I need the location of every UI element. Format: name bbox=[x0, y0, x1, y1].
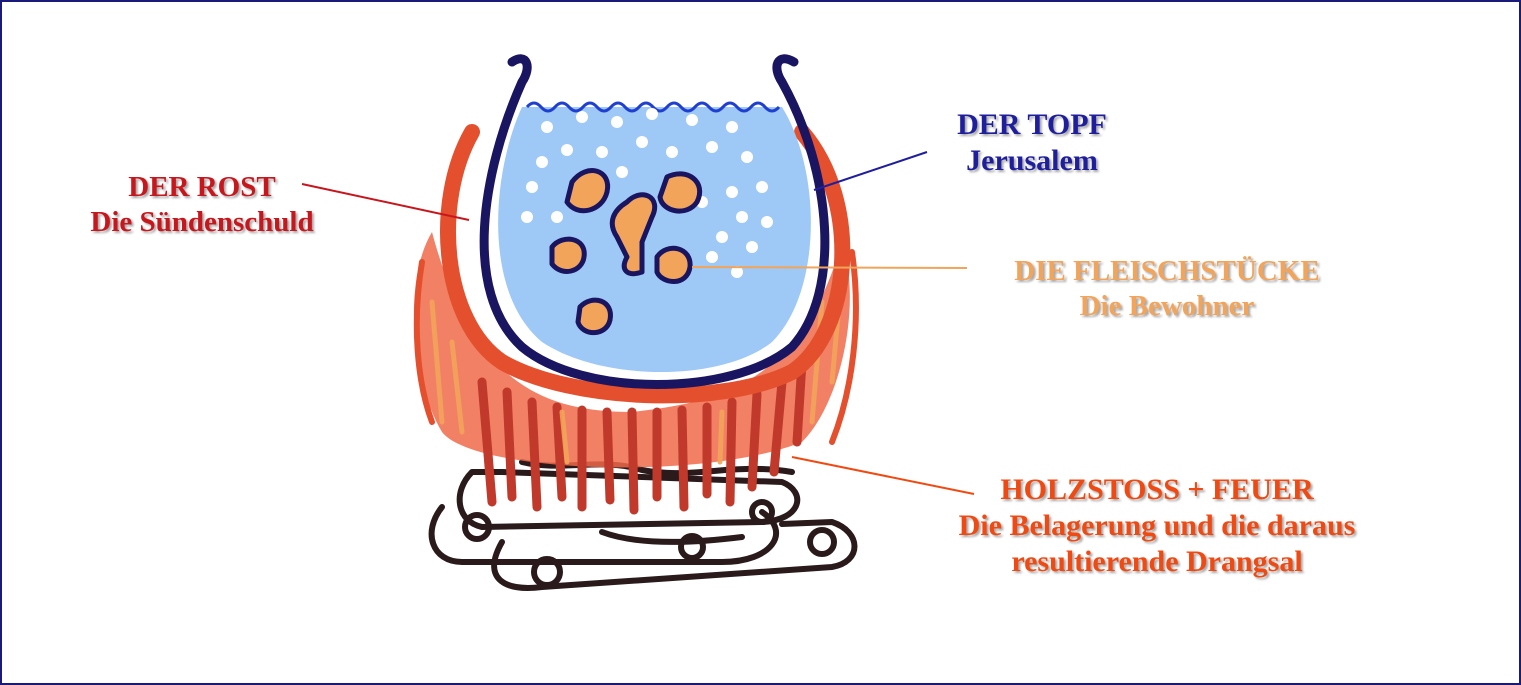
label-feuer: HOLZSTOSS + FEUER Die Belagerung und die… bbox=[892, 472, 1422, 580]
label-fleisch: DIE FLEISCHSTÜCKE Die Bewohner bbox=[957, 254, 1377, 324]
label-rost-subtitle: Die Sündenschuld bbox=[37, 205, 367, 240]
wood-log bbox=[494, 522, 854, 588]
label-feuer-subtitle-line1: Die Belagerung und die daraus bbox=[892, 508, 1422, 544]
pot-water bbox=[498, 107, 811, 372]
label-topf-subtitle: Jerusalem bbox=[902, 143, 1162, 179]
wood-pile bbox=[432, 462, 855, 588]
label-topf: DER TOPF Jerusalem bbox=[902, 107, 1162, 179]
meat-piece bbox=[552, 239, 584, 271]
label-topf-title: DER TOPF bbox=[902, 107, 1162, 143]
label-rost-title: DER ROST bbox=[37, 170, 367, 205]
label-feuer-title: HOLZSTOSS + FEUER bbox=[892, 472, 1422, 508]
connector-fleisch bbox=[692, 267, 967, 268]
label-feuer-subtitle-line2: resultierende Drangsal bbox=[892, 544, 1422, 580]
label-fleisch-title: DIE FLEISCHSTÜCKE bbox=[957, 254, 1377, 289]
pot bbox=[448, 59, 842, 396]
wood-log bbox=[602, 532, 742, 542]
meat-piece bbox=[578, 300, 610, 333]
label-fleisch-subtitle: Die Bewohner bbox=[957, 289, 1377, 324]
meat-piece bbox=[660, 174, 700, 211]
wood-knot bbox=[810, 530, 834, 554]
meat-piece bbox=[657, 248, 690, 281]
label-rost: DER ROST Die Sündenschuld bbox=[37, 170, 367, 240]
